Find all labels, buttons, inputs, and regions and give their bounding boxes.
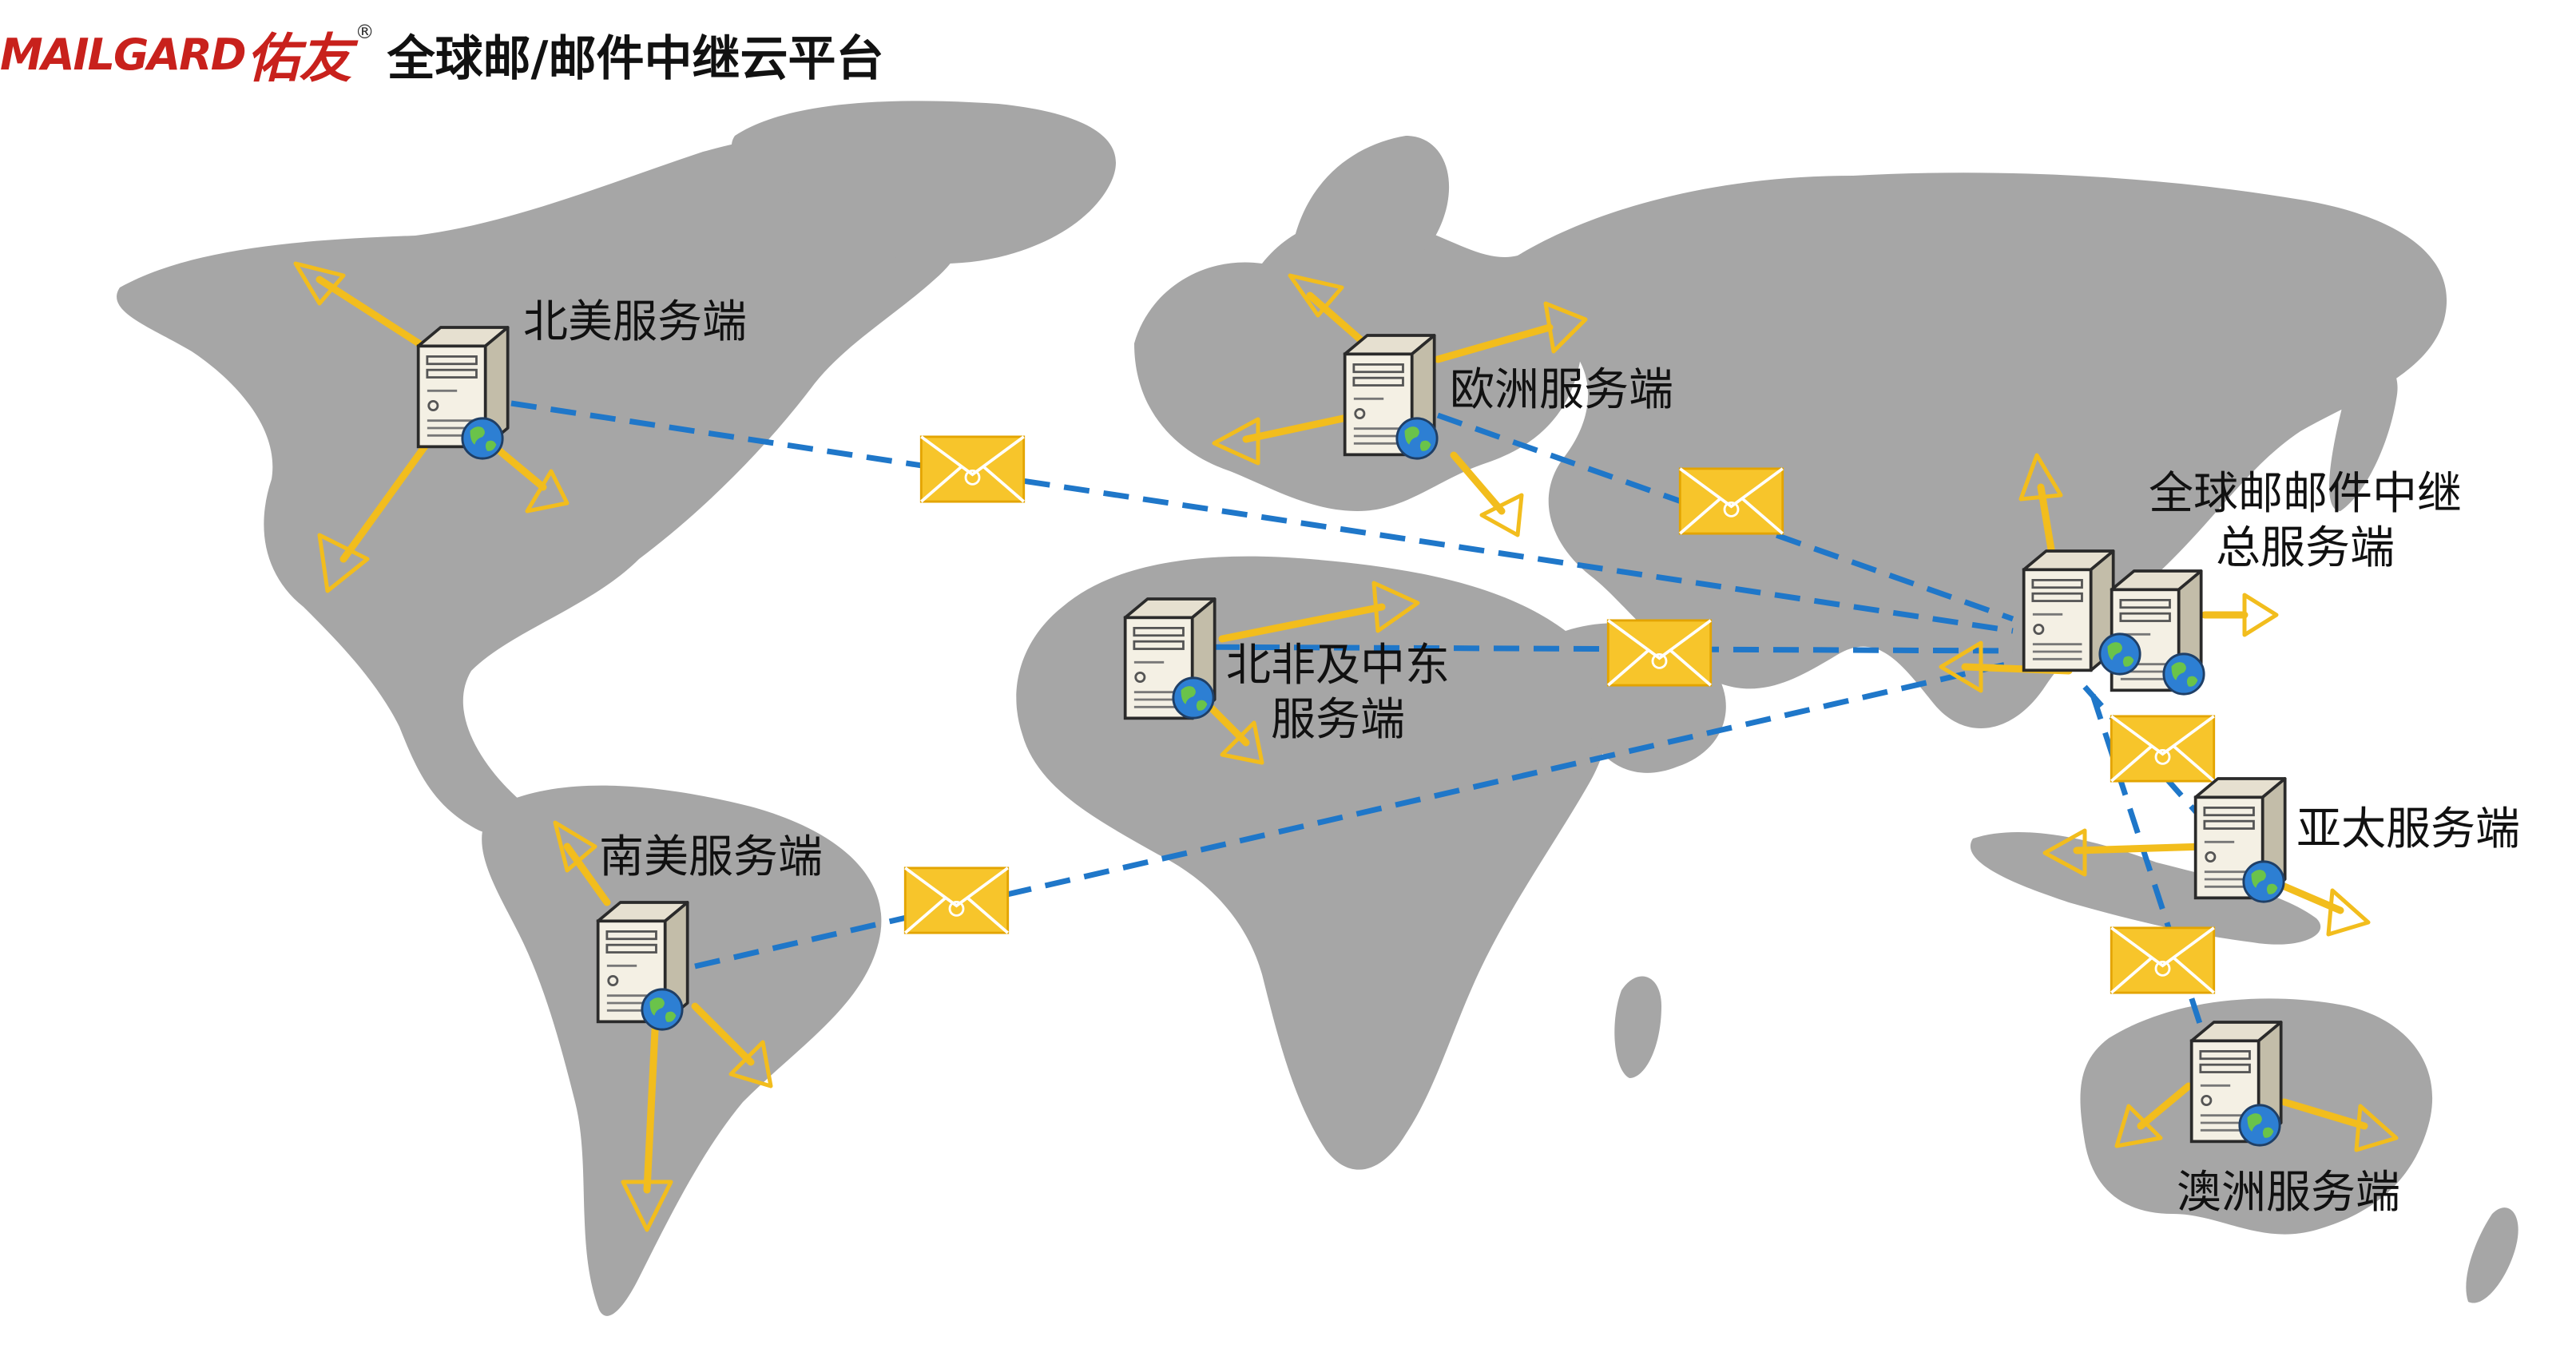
- land-greenland: [732, 101, 1117, 264]
- arrow-hq-1: [2037, 483, 2057, 563]
- arrow-head-nafr-1: [1371, 581, 1420, 633]
- arrow-eu-2: [1434, 323, 1554, 363]
- arrow-na-1: [316, 276, 435, 355]
- arrow-eu-3: [1242, 411, 1362, 443]
- globe-icon: [461, 417, 504, 460]
- label-hq-line1: 全球邮邮件中继: [2149, 468, 2462, 520]
- globe-icon: [1395, 417, 1439, 460]
- envelope-icon: [2110, 715, 2216, 783]
- envelope-icon: [1678, 467, 1784, 535]
- arrow-head-eu-3: [1212, 417, 1260, 466]
- arrow-head-hq-1: [2018, 453, 2063, 502]
- label-hq: 全球邮邮件中继 总服务端: [2149, 467, 2462, 577]
- label-north-america: 北美服务端: [523, 296, 747, 348]
- page-title: 全球邮/邮件中继云平台: [387, 30, 884, 87]
- arrow-head-eu-4: [1479, 493, 1524, 537]
- globe-icon: [2162, 652, 2205, 696]
- globe-icon: [1172, 676, 1215, 720]
- arrow-head-sa-2: [728, 1040, 773, 1088]
- label-europe: 欧洲服务端: [1450, 364, 1673, 416]
- land-madagascar: [1614, 976, 1661, 1078]
- arrow-head-na-1: [293, 261, 346, 306]
- arrow-head-ap-1: [2042, 828, 2087, 877]
- arrow-head-na-2: [317, 533, 370, 593]
- arrow-head-eu-1: [1288, 273, 1344, 318]
- arrow-head-na-3: [525, 469, 570, 513]
- arrow-au-1: [2137, 1082, 2193, 1130]
- arrow-au-2: [2280, 1098, 2368, 1130]
- arrow-head-sa-3: [621, 1180, 673, 1232]
- arrow-sa-2: [691, 1002, 755, 1066]
- arrow-head-eu-2: [1543, 301, 1588, 354]
- label-australia: 澳洲服务端: [2177, 1167, 2400, 1219]
- link-north-africa-hq: [1173, 644, 2014, 654]
- label-hq-line2: 总服务端: [2216, 522, 2395, 575]
- label-south-america: 南美服务端: [599, 831, 823, 883]
- label-asia-pacific: 亚太服务端: [2296, 803, 2520, 855]
- arrow-head-nafr-2: [1220, 720, 1264, 765]
- envelope-icon: [1606, 619, 1713, 687]
- logo-registered-mark: ®: [355, 21, 375, 43]
- arrow-head-au-2: [2354, 1104, 2399, 1152]
- link-south-america-hq: [694, 660, 2014, 969]
- envelope-icon: [919, 435, 1026, 503]
- arrow-head-hq-3: [2242, 593, 2279, 637]
- distribution-arrows: [293, 261, 2399, 1232]
- label-north-africa-line2: 服务端: [1271, 694, 1405, 747]
- land-south-america: [482, 785, 882, 1316]
- envelope-icon: [903, 866, 1010, 934]
- logo-wordmark: MAILGARD: [0, 29, 247, 80]
- arrow-sa-1: [563, 843, 611, 906]
- land-japan: [2329, 363, 2398, 511]
- header: MAILGARD 佑友 ® 全球邮/邮件中继云平台: [0, 14, 883, 94]
- arrow-nafr-1: [1218, 603, 1386, 643]
- arrow-head-ap-2: [2326, 888, 2371, 937]
- label-north-africa-line1: 北非及中东: [1226, 640, 1450, 692]
- land-new-zealand: [2466, 1207, 2518, 1303]
- arrow-ap-1: [2073, 843, 2209, 855]
- land-scandinavia: [1292, 136, 1450, 274]
- arrow-head-sa-1: [553, 820, 597, 873]
- arrow-head-hq-2: [1939, 640, 1983, 693]
- logo-cn: 佑友: [246, 28, 352, 89]
- arrow-na-3: [491, 443, 547, 491]
- arrow-sa-3: [643, 1026, 659, 1194]
- envelope-icon: [2110, 926, 2216, 994]
- globe-icon: [2242, 860, 2285, 903]
- globe-icon: [2238, 1104, 2281, 1147]
- arrow-eu-4: [1450, 451, 1506, 515]
- arrow-head-au-1: [2114, 1104, 2163, 1148]
- link-north-america-hq: [510, 400, 2014, 634]
- globe-icon: [2098, 632, 2141, 676]
- label-north-africa: 北非及中东 服务端: [1226, 639, 1450, 748]
- globe-icon: [641, 988, 684, 1031]
